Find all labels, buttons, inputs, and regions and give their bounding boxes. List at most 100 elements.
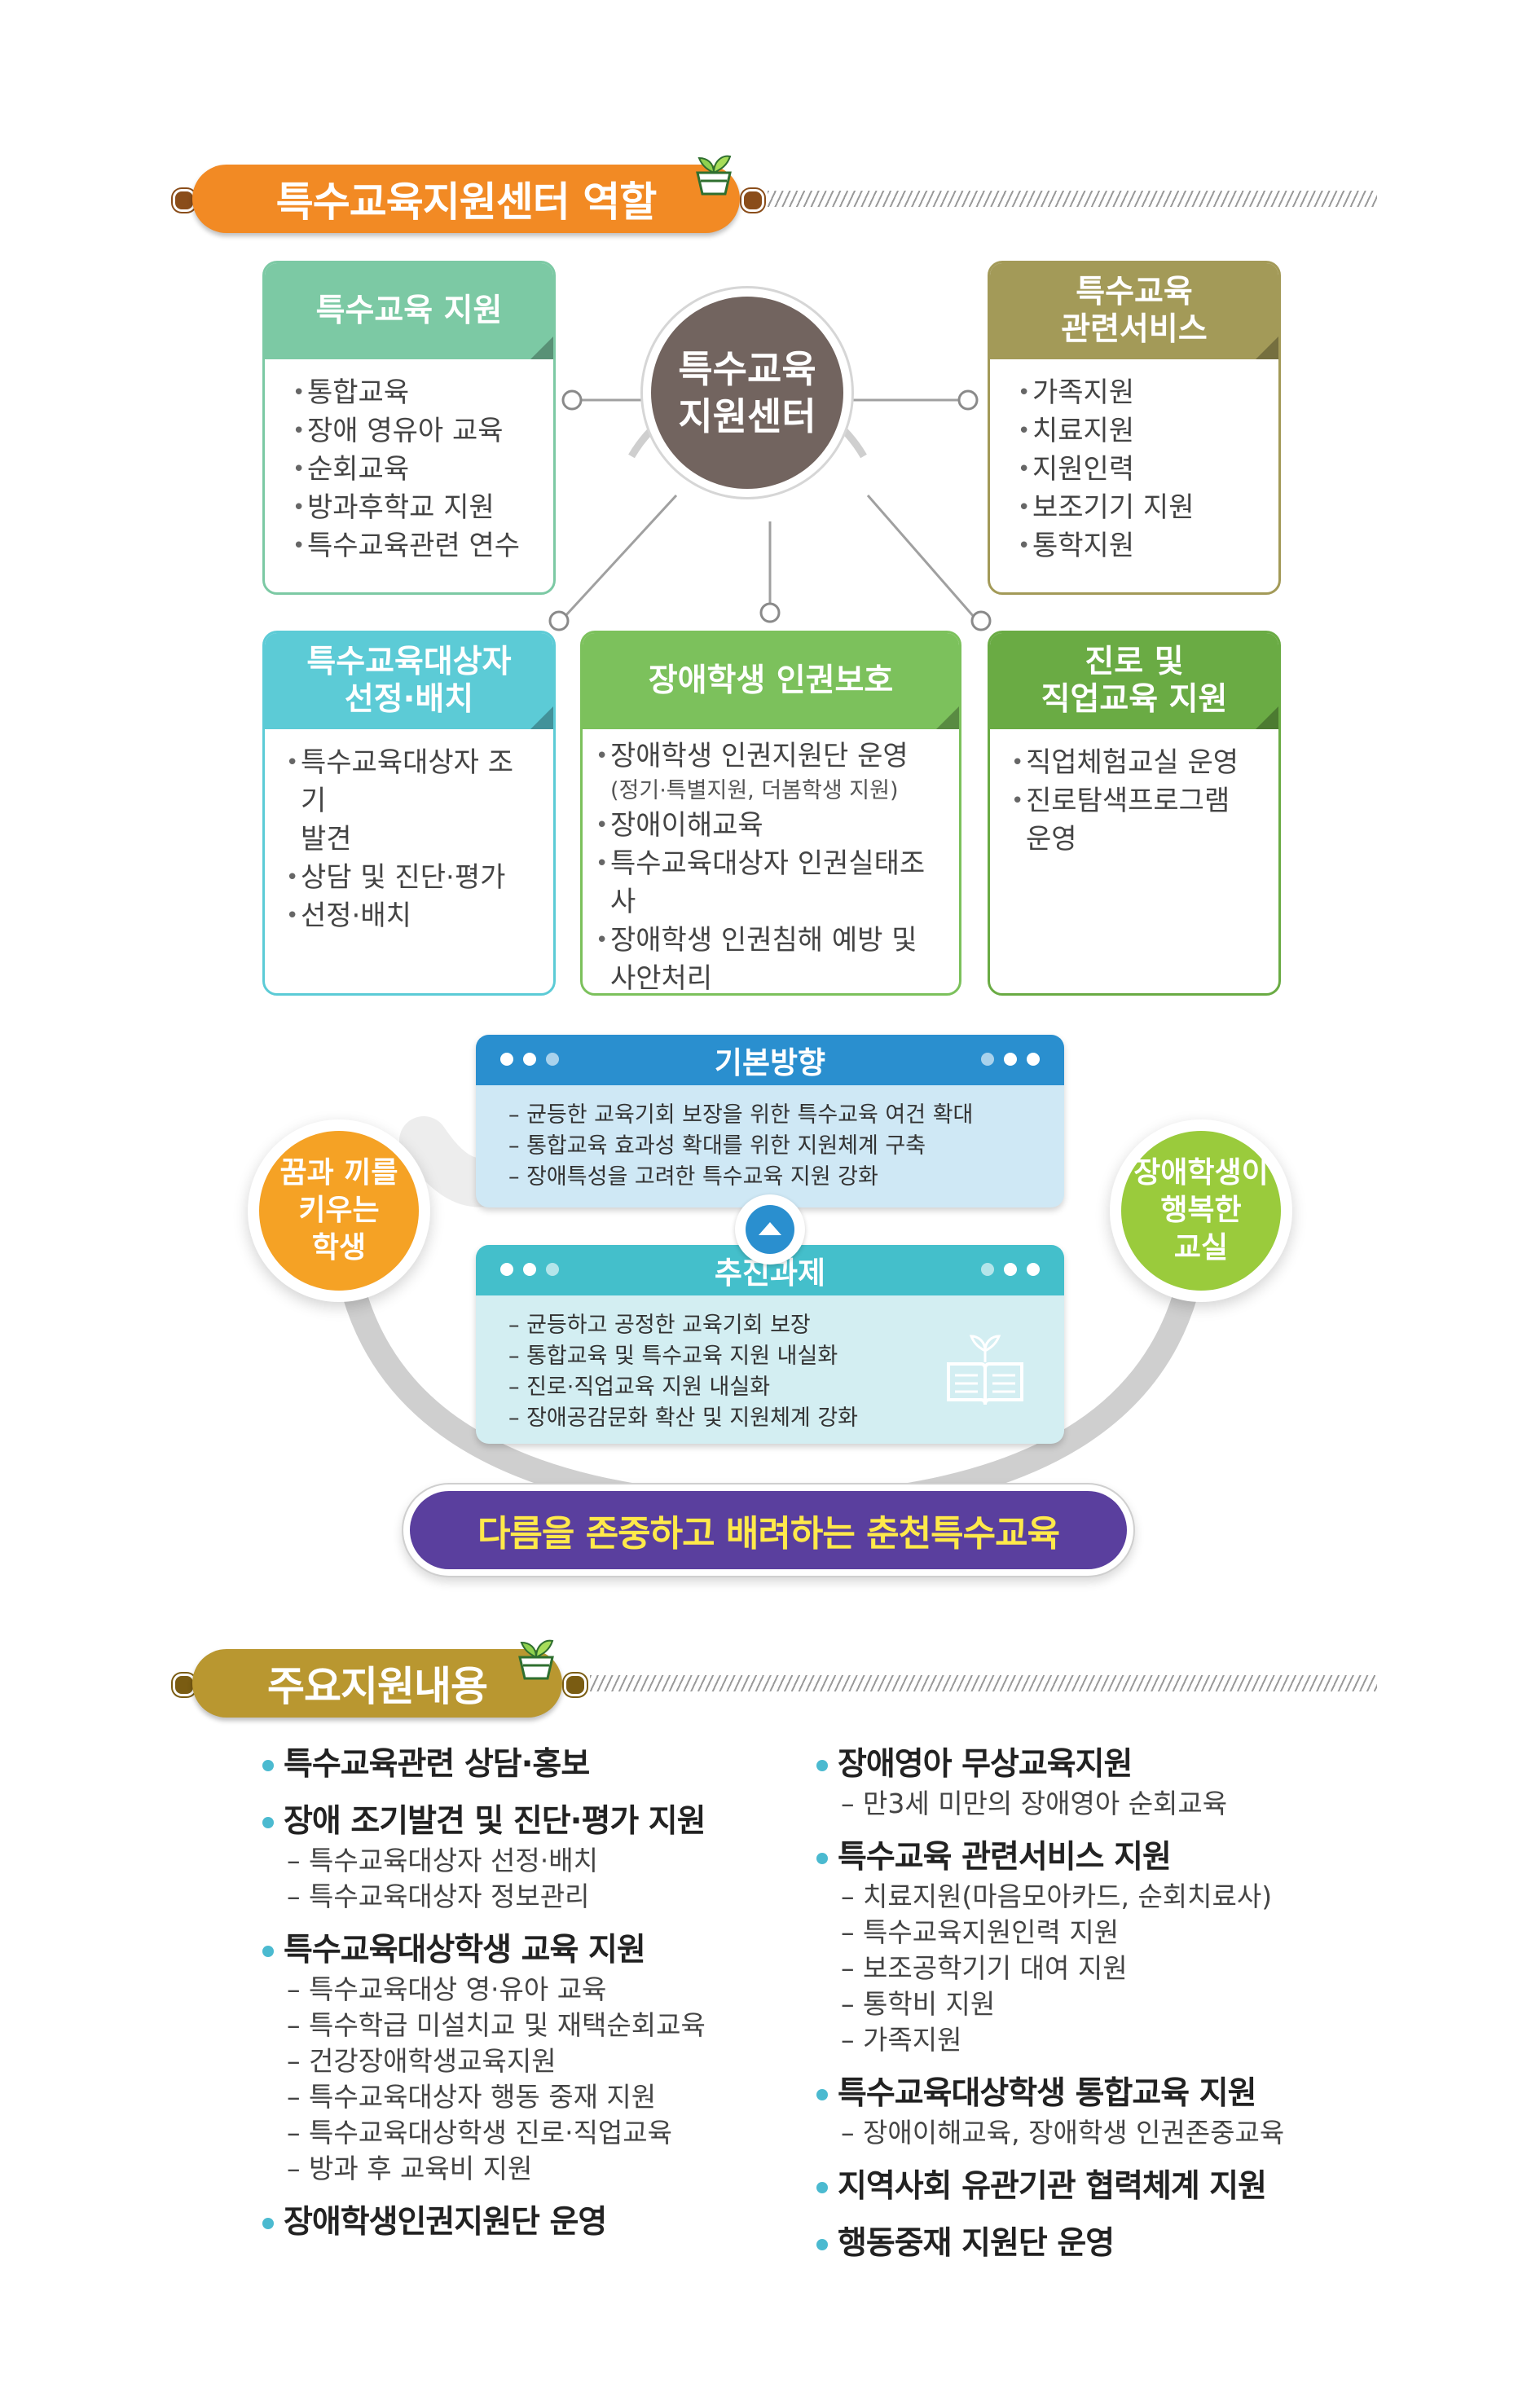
list-item: – 특수교육대상자 정보관리 bbox=[287, 1880, 590, 1912]
support-item: 지역사회 유관기관 협력체계 지원 bbox=[816, 2166, 1322, 2208]
role-box-services-title-line1: 특수교육 bbox=[1076, 274, 1193, 310]
support-item-title: 특수교육대상학생 교육 지원 bbox=[262, 1929, 792, 1972]
right-vision-line2: 행복한 bbox=[1160, 1194, 1242, 1227]
list-item: – 통합교육 및 특수교육 지원 내실화 bbox=[508, 1344, 838, 1369]
list-item: 진로탐색프로그램 bbox=[1011, 782, 1262, 820]
list-item-continuation: 발견 bbox=[286, 820, 537, 859]
support-item-title: 특수교육대상학생 통합교육 지원 bbox=[816, 2073, 1322, 2115]
basic-direction-list: – 균등한 교육기회 보장을 위한 특수교육 여건 확대 – 통합교육 효과성 … bbox=[476, 1085, 1064, 1193]
list-item: – 특수교육지원인력 지원 bbox=[841, 1916, 1120, 1948]
up-arrow-badge bbox=[735, 1194, 805, 1265]
section2-title-pill: 주요지원내용 bbox=[192, 1649, 562, 1718]
list-item: 상담 및 진단·평가 bbox=[286, 859, 537, 897]
section1-left-dot bbox=[173, 189, 196, 212]
support-item: 장애 조기발견 및 진단·평가 지원 – 특수교육대상자 선정·배치 – 특수교… bbox=[262, 1801, 792, 1915]
role-box-career-title-line2: 직업교육 지원 bbox=[1041, 681, 1228, 718]
center-line1: 특수교육 bbox=[678, 347, 816, 391]
list-item: 직업체험교실 운영 bbox=[1011, 744, 1262, 782]
support-right-column: 장애영아 무상교육지원 – 만3세 미만의 장애영아 순회교육 특수교육 관련서… bbox=[816, 1744, 1322, 2280]
list-item: – 만3세 미만의 장애영아 순회교육 bbox=[841, 1788, 1228, 1819]
list-item: – 장애이해교육, 장애학생 인권존중교육 bbox=[841, 2117, 1285, 2149]
role-box-services-header: 특수교육 관련서비스 bbox=[990, 263, 1278, 359]
section2-title: 주요지원내용 bbox=[267, 1663, 488, 1710]
support-item-sublist: – 특수교육대상 영·유아 교육 – 특수학급 미설치교 및 재택순회교육 – … bbox=[262, 1972, 792, 2187]
support-left-column: 특수교육관련 상담·홍보 장애 조기발견 및 진단·평가 지원 – 특수교육대상… bbox=[262, 1744, 792, 2259]
support-item: 특수교육대상학생 교육 지원 – 특수교육대상 영·유아 교육 – 특수학급 미… bbox=[262, 1929, 792, 2187]
section2-right-dot bbox=[564, 1674, 587, 1696]
right-vision-circle: 장애학생이 행복한 교실 bbox=[1121, 1131, 1281, 1291]
list-item: 특수교육대상자 인권실태조사 bbox=[596, 845, 943, 921]
right-vision-line3: 교실 bbox=[1173, 1231, 1229, 1265]
role-box-rights-list: 장애학생 인권지원단 운영 (정기·특별지원, 더봄학생 지원) 장애이해교육 … bbox=[583, 729, 959, 995]
list-item: – 보조공학기기 대여 지원 bbox=[841, 1952, 1128, 1984]
role-box-career-list: 직업체험교실 운영 진로탐색프로그램 운영 bbox=[990, 729, 1278, 859]
list-item: 장애 영유아 교육 bbox=[293, 412, 537, 451]
section1-hatched-line bbox=[768, 191, 1377, 207]
list-item: 선정·배치 bbox=[286, 897, 537, 935]
list-item: – 특수교육대상자 행동 중재 지원 bbox=[287, 2081, 657, 2113]
center-line2: 지원센터 bbox=[678, 394, 816, 438]
basic-direction-title: 기본방향 bbox=[714, 1045, 826, 1080]
list-item: – 균등하고 공정한 교육기회 보장 bbox=[508, 1313, 811, 1338]
list-item-continuation-text: 운영 bbox=[1026, 823, 1077, 856]
support-item-sublist: – 특수교육대상자 선정·배치 – 특수교육대상자 정보관리 bbox=[262, 1843, 792, 1915]
left-vision-line3: 학생 bbox=[311, 1231, 367, 1265]
list-item: 통학지원 bbox=[1018, 527, 1262, 565]
support-item: 장애학생인권지원단 운영 bbox=[262, 2201, 792, 2244]
support-item-sublist: – 장애이해교육, 장애학생 인권존중교육 bbox=[816, 2115, 1322, 2151]
basic-direction-header: 기본방향 bbox=[476, 1035, 1064, 1085]
list-item: 특수교육대상자 조기 bbox=[286, 744, 537, 820]
list-item: – 특수교육대상 영·유아 교육 bbox=[287, 1973, 607, 2005]
support-item: 특수교육 관련서비스 지원 – 치료지원(마음모아카드, 순회치료사) – 특수… bbox=[816, 1836, 1322, 2058]
list-item: – 치료지원(마음모아카드, 순회치료사) bbox=[841, 1880, 1273, 1912]
list-item: – 방과 후 교육비 지원 bbox=[287, 2153, 533, 2184]
list-item: – 건강장애학생교육지원 bbox=[287, 2045, 557, 2077]
support-item-title: 장애영아 무상교육지원 bbox=[816, 1744, 1322, 1786]
list-item: – 통합교육 효과성 확대를 위한 지원체계 구축 bbox=[508, 1133, 926, 1159]
list-item: 방과후학교 지원 bbox=[293, 489, 537, 527]
sprout-pot-icon bbox=[518, 1639, 554, 1680]
motto-banner: 다름을 존중하고 배려하는 춘천특수교육 bbox=[410, 1491, 1127, 1569]
list-item: 통합교육 bbox=[293, 374, 537, 412]
support-item-title: 특수교육 관련서비스 지원 bbox=[816, 1836, 1322, 1879]
section2-left-dot bbox=[173, 1674, 196, 1696]
role-box-services: 특수교육 관련서비스 가족지원 치료지원 지원인력 보조기기 지원 통학지원 bbox=[988, 261, 1281, 595]
list-item: – 특수학급 미설치교 및 재택순회교육 bbox=[287, 2009, 706, 2041]
list-item-note-text: (정기·특별지원, 더봄학생 지원) bbox=[610, 778, 899, 803]
list-item: 보조기기 지원 bbox=[1018, 489, 1262, 527]
list-item: 치료지원 bbox=[1018, 412, 1262, 451]
list-item: 가족지원 bbox=[1018, 374, 1262, 412]
support-item-title: 장애학생인권지원단 운영 bbox=[262, 2201, 792, 2244]
list-item: 장애학생 인권침해 예방 및 bbox=[596, 921, 943, 960]
support-item-title: 행동중재 지원단 운영 bbox=[816, 2223, 1322, 2265]
list-item-continuation-text: 사안처리 bbox=[610, 962, 713, 995]
basic-direction-panel: 기본방향 – 균등한 교육기회 보장을 위한 특수교육 여건 확대 – 통합교육… bbox=[476, 1035, 1064, 1207]
support-item: 특수교육대상학생 통합교육 지원 – 장애이해교육, 장애학생 인권존중교육 bbox=[816, 2073, 1322, 2151]
list-item: – 특수교육대상자 선정·배치 bbox=[287, 1845, 598, 1876]
role-box-rights-title: 장애학생 인권보호 bbox=[648, 662, 894, 699]
role-box-career: 진로 및 직업교육 지원 직업체험교실 운영 진로탐색프로그램 운영 bbox=[988, 631, 1281, 996]
left-vision-circle: 꿈과 끼를 키우는 학생 bbox=[259, 1131, 419, 1291]
role-box-support: 특수교육 지원 통합교육 장애 영유아 교육 순회교육 방과후학교 지원 특수교… bbox=[262, 261, 556, 595]
role-box-rights: 장애학생 인권보호 장애학생 인권지원단 운영 (정기·특별지원, 더봄학생 지… bbox=[580, 631, 961, 996]
section2-hatched-line bbox=[590, 1675, 1377, 1691]
role-box-career-title-line1: 진로 및 bbox=[1085, 644, 1184, 680]
support-item-title: 특수교육관련 상담·홍보 bbox=[262, 1744, 792, 1786]
list-item-continuation-text: 발견 bbox=[301, 823, 352, 856]
tasks-panel: 추진과제 – 균등하고 공정한 교육기회 보장 – 통합교육 및 특수교육 지원… bbox=[476, 1245, 1064, 1444]
role-box-career-header: 진로 및 직업교육 지원 bbox=[990, 633, 1278, 729]
support-item: 장애영아 무상교육지원 – 만3세 미만의 장애영아 순회교육 bbox=[816, 1744, 1322, 1822]
role-box-support-title: 특수교육 지원 bbox=[315, 293, 503, 329]
list-item: 장애이해교육 bbox=[596, 807, 943, 845]
support-item-title: 지역사회 유관기관 협력체계 지원 bbox=[816, 2166, 1322, 2208]
role-box-selection-title-line2: 선정·배치 bbox=[344, 681, 474, 718]
list-item: 장애학생 인권지원단 운영 bbox=[596, 737, 943, 776]
up-arrow-icon bbox=[746, 1205, 794, 1254]
list-item: – 통학비 지원 bbox=[841, 1988, 996, 2020]
support-item: 특수교육관련 상담·홍보 bbox=[262, 1744, 792, 1786]
sprout-pot-icon bbox=[696, 155, 732, 196]
list-item: 지원인력 bbox=[1018, 451, 1262, 489]
center-circle: 특수교육 지원센터 bbox=[651, 297, 843, 489]
role-box-selection-header: 특수교육대상자 선정·배치 bbox=[265, 633, 553, 729]
list-item-note: (정기·특별지원, 더봄학생 지원) bbox=[596, 776, 943, 807]
